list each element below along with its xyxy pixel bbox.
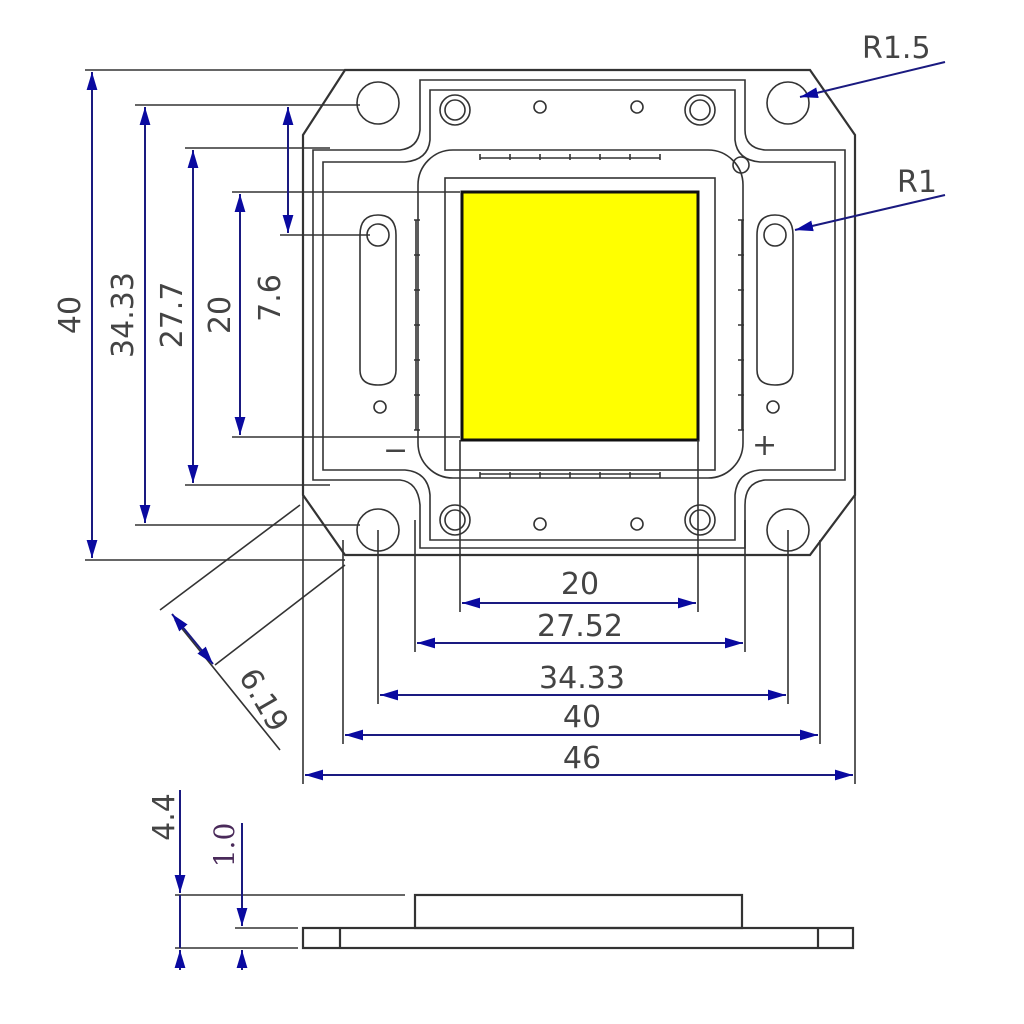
led-emitter-area (460, 190, 700, 442)
radius-label-r1: R1 (897, 165, 937, 200)
vertical-dimensions: 40 34.33 27.7 20 7.6 (53, 69, 460, 561)
corner-hole (766, 81, 810, 125)
dim-thickness-1-0: 1.0 (208, 823, 241, 868)
chamfer-dimension: 6.19 (159, 504, 346, 751)
dim-height-40: 40 (53, 296, 88, 334)
radius-callouts: R1.5 R1 (794, 31, 946, 232)
board-top-view: − + (301, 68, 857, 557)
dim-height-20: 20 (203, 296, 238, 334)
dim-height-34-33: 34.33 (106, 272, 141, 358)
dim-width-34-33: 34.33 (539, 661, 625, 696)
radius-label-r1-5: R1.5 (862, 31, 931, 66)
dim-width-40: 40 (563, 700, 601, 735)
dim-height-27-7: 27.7 (155, 282, 190, 349)
plus-terminal-label: + (752, 428, 777, 463)
corner-hole (356, 81, 400, 125)
dim-width-46: 46 (563, 741, 601, 776)
board-side-view: 4.4 1.0 (147, 790, 855, 970)
dim-height-7-6: 7.6 (253, 274, 288, 322)
dim-width-27-52: 27.52 (537, 609, 623, 644)
dim-chamfer-6-19: 6.19 (231, 663, 295, 738)
horizontal-dimensions: 20 27.52 34.33 40 46 (302, 440, 856, 784)
minus-terminal-label: − (383, 433, 408, 468)
dim-thickness-4-4: 4.4 (147, 793, 182, 841)
dim-width-20: 20 (561, 567, 599, 602)
